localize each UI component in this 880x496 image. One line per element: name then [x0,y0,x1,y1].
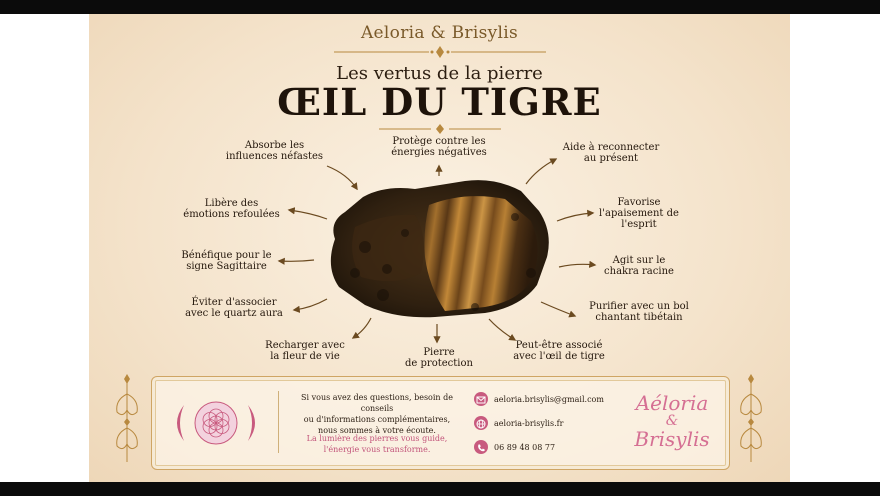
arrow-icon [556,209,595,222]
poster-title: ŒIL DU TIGRE [277,80,602,124]
phone-icon [474,440,488,454]
arrow-icon [277,257,315,265]
arrow-icon [488,318,517,341]
contact-panel: Si vous avez des questions, besoin de co… [151,376,730,470]
arrow-connectors [277,158,597,344]
arrow-icon [558,260,597,268]
arrow-icon [292,298,328,313]
arrow-icon [326,165,358,191]
divider-ornament-icon [379,124,501,134]
email-link[interactable]: aeloria.brisylis@gmail.com [494,395,604,404]
arrow-icon [525,158,558,185]
poster-subtitle: Les vertus de la pierre [336,63,543,84]
brand-name: Aeloria & Brisylis [360,23,519,43]
phone-number[interactable]: 06 89 48 08 77 [494,443,556,452]
flourish-ornament-icon [740,374,762,462]
website-link[interactable]: aeloria-brisylis.fr [494,419,564,428]
letterbox-bottom [0,482,880,496]
arrow-icon [287,207,328,220]
email-icon [474,392,488,406]
globe-icon [474,416,488,430]
letterbox-top [0,0,880,14]
poster: Aeloria & Brisylis Les vertus de la pier… [89,14,790,482]
motto-text: La lumière des pierres vous guide, l'éne… [306,434,448,454]
panel-separator [278,391,279,453]
arrow-icon [351,317,372,339]
contact-info-text: Si vous avez des questions, besoin de co… [301,393,453,435]
flower-of-life-logo-icon [177,401,255,445]
flourish-ornament-icon [116,374,138,462]
signature-logo: Aéloria & Brisylis [634,391,710,451]
divider-ornament-icon [334,46,546,58]
tiger-eye-stone-image [330,180,549,318]
arrow-icon [540,301,577,318]
